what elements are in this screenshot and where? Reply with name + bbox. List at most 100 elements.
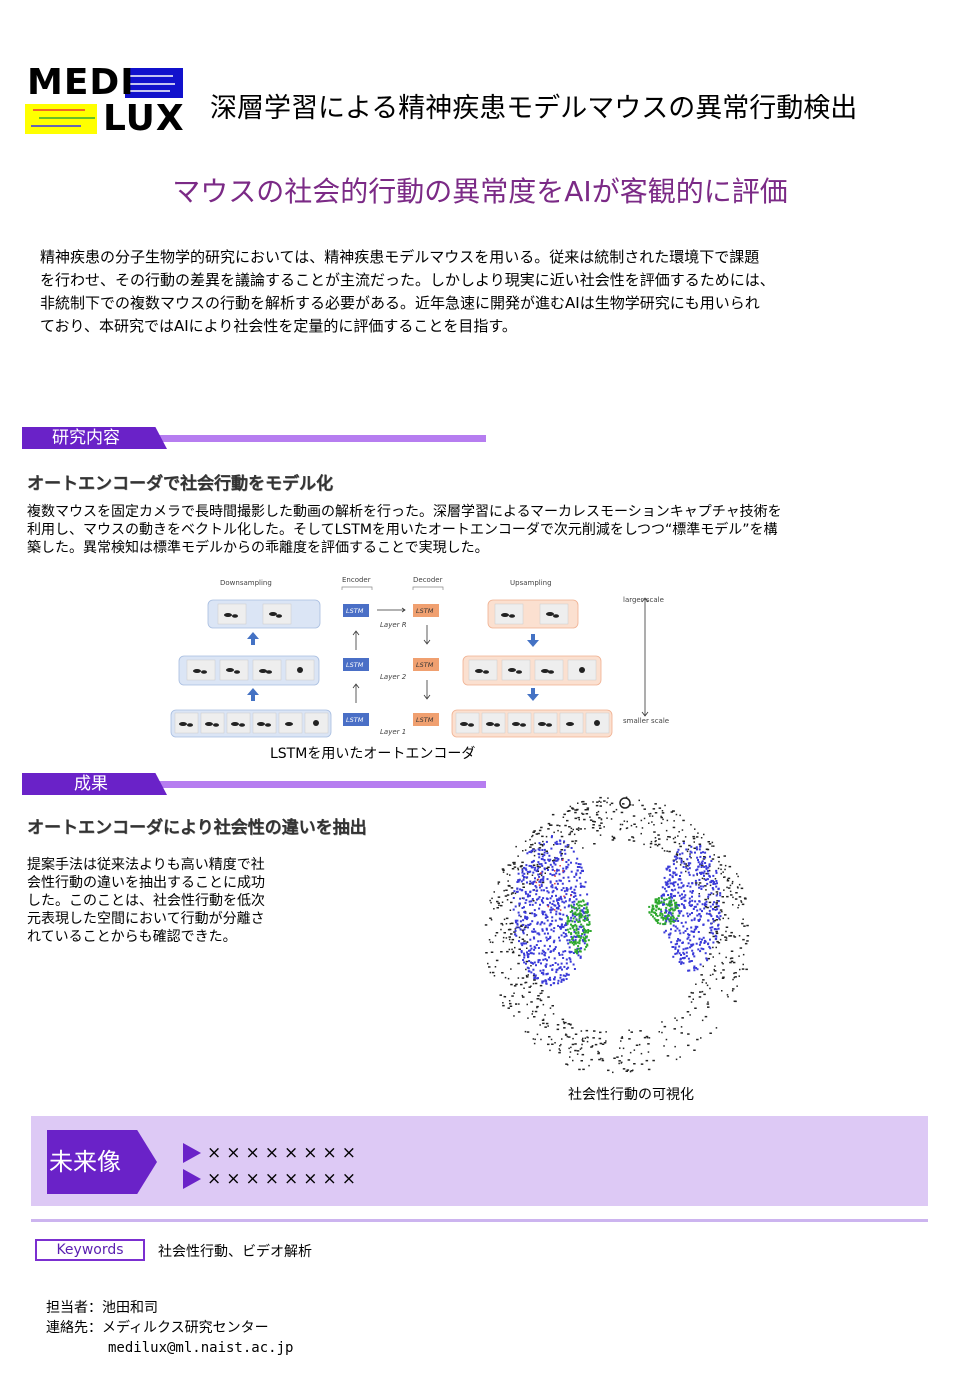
embedding-point-blue	[539, 903, 541, 906]
embedding-point-black	[575, 828, 579, 830]
embedding-point-blue	[570, 870, 573, 873]
embedding-point-black	[692, 998, 694, 1000]
embedding-point-black	[593, 1030, 596, 1032]
embedding-point-black	[658, 838, 661, 840]
embedding-point-black	[496, 900, 499, 903]
embedding-point-green	[662, 923, 665, 926]
embedding-point-black	[548, 1036, 551, 1038]
embedding-point-blue	[712, 932, 714, 935]
embedding-point-black	[571, 807, 574, 809]
embedding-point-black	[562, 1021, 565, 1023]
embedding-point-black	[551, 1043, 554, 1045]
embedding-point-black	[620, 811, 624, 814]
embedding-point-blue	[692, 935, 695, 938]
embedding-point-green	[669, 916, 672, 919]
embedding-point-blue	[542, 901, 545, 904]
embedding-point-blue	[570, 935, 573, 938]
embedding-point-green	[572, 912, 575, 915]
embedding-point-blue	[687, 957, 690, 960]
embedding-point-blue	[569, 960, 572, 963]
embedding-point-blue	[700, 888, 703, 890]
embedding-point-blue	[551, 964, 554, 966]
embedding-point-blue	[537, 959, 540, 962]
embedding-point-black	[733, 936, 737, 938]
embedding-point-black	[497, 902, 500, 904]
embedding-point-black	[547, 996, 550, 998]
embedding-point-blue	[531, 930, 534, 933]
embedding-point-black	[689, 1014, 691, 1016]
embedding-point-green	[575, 951, 578, 954]
embedding-point-blue	[550, 950, 552, 953]
embedding-point-blue	[682, 904, 685, 907]
embedding-point-blue	[553, 957, 556, 960]
embedding-point-blue	[530, 861, 533, 864]
embedding-point-black	[733, 935, 735, 937]
embedding-point-blue	[538, 856, 541, 859]
embedding-point-black	[738, 955, 740, 957]
embedding-point-black	[526, 1031, 530, 1033]
embedding-point-black	[600, 801, 602, 803]
embedding-point-blue	[579, 955, 582, 958]
embedding-point-blue	[520, 950, 523, 952]
embedding-point-blue	[680, 910, 683, 913]
embedding-point-black	[577, 802, 579, 804]
embedding-point-black	[507, 880, 509, 882]
contact-email[interactable]: medilux@ml.naist.ac.jp	[108, 1340, 294, 1356]
embedding-point-black	[631, 836, 634, 838]
embedding-point-black	[660, 822, 663, 824]
embedding-point-blue	[693, 966, 696, 969]
embedding-point-black	[703, 993, 706, 996]
embedding-point-black	[572, 828, 574, 831]
autoencoder-caption: LSTMを用いたオートエンコーダ	[270, 746, 476, 762]
embedding-point-blue	[558, 936, 560, 939]
embedding-point-blue	[519, 920, 522, 923]
embedding-point-black	[518, 905, 521, 907]
embedding-point-black	[527, 974, 529, 976]
embedding-point-green	[648, 911, 651, 914]
embedding-point-blue	[579, 947, 582, 950]
embedding-point-blue	[570, 950, 573, 953]
embedding-point-black	[508, 885, 511, 887]
embedding-point-black	[501, 924, 504, 926]
embedding-point-black	[503, 918, 506, 921]
embedding-point-green	[674, 907, 677, 910]
embedding-point-black	[703, 878, 705, 880]
embedding-point-blue	[709, 905, 712, 908]
embedding-point-blue	[691, 904, 693, 907]
embedding-point-blue	[703, 874, 705, 877]
embedding-point-black	[510, 968, 512, 970]
embedding-point-black	[559, 825, 561, 827]
embedding-point-black	[506, 873, 509, 875]
embedding-point-blue	[674, 888, 677, 891]
embedding-point-blue	[568, 899, 571, 902]
embedding-point-blue	[665, 920, 668, 923]
embedding-point-black	[497, 883, 500, 885]
future-item-text: ××××××××	[207, 1169, 361, 1189]
embedding-point-blue	[690, 943, 693, 946]
embedding-point-black	[721, 977, 725, 979]
embedding-point-black	[743, 897, 747, 899]
embedding-point-green	[677, 914, 680, 917]
embedding-point-red	[570, 894, 572, 897]
embedding-point-black	[506, 950, 509, 953]
embedding-point-black	[577, 816, 580, 819]
embedding-point-blue	[564, 929, 567, 932]
embedding-point-black	[505, 923, 508, 925]
embedding-point-blue	[530, 866, 533, 869]
embedding-point-black	[730, 894, 733, 896]
embedding-point-green	[658, 900, 660, 903]
embedding-point-blue	[694, 900, 697, 903]
embedding-point-black	[654, 840, 656, 843]
embedding-point-blue	[581, 909, 584, 912]
embedding-point-green	[574, 911, 577, 914]
embedding-point-blue	[684, 899, 687, 902]
embedding-point-green	[587, 923, 590, 926]
embedding-point-black	[494, 934, 497, 937]
embedding-point-black	[722, 976, 725, 978]
embedding-point-black	[487, 962, 489, 965]
embedding-point-blue	[526, 916, 529, 919]
embedding-point-green	[582, 931, 585, 934]
embedding-point-blue	[546, 919, 549, 922]
embedding-point-black	[734, 1000, 737, 1003]
embedding-point-blue	[538, 849, 541, 852]
